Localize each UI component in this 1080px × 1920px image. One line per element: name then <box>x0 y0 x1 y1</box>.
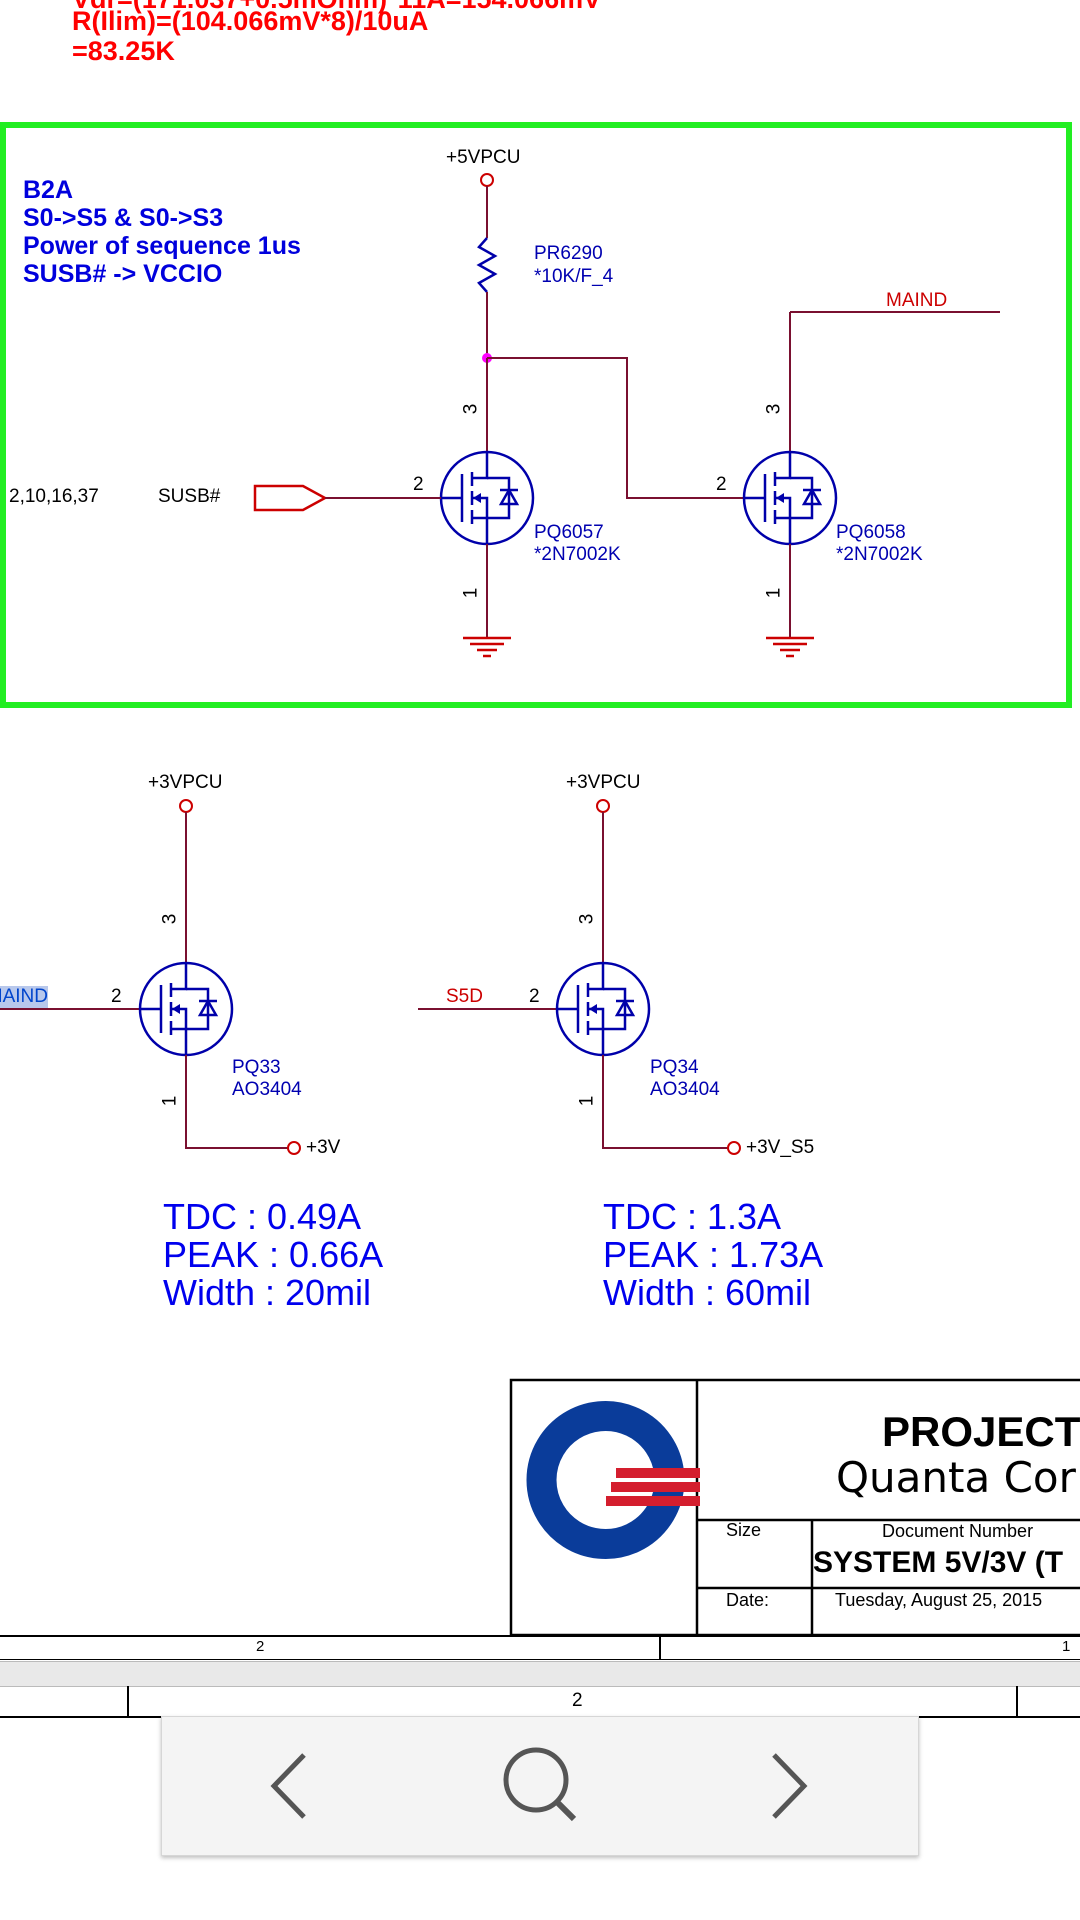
pr6290-value: *10K/F_4 <box>534 266 614 287</box>
susb-page-refs: 2,10,16,37 <box>9 486 99 507</box>
schematic-canvas <box>0 122 1080 1660</box>
pq34-tdc: TDC : 1.3A <box>603 1196 782 1237</box>
b2a-line2: Power of sequence 1us <box>23 232 301 260</box>
ground-symbol <box>764 628 816 658</box>
pq33-width: Width : 20mil <box>163 1272 372 1313</box>
net-label-vpcu3: +3VPCU <box>566 772 641 793</box>
pr6290-ref: PR6290 <box>534 243 603 264</box>
pq6057-mosfet <box>439 450 535 546</box>
pq6057-ref: PQ6057 <box>534 522 604 543</box>
page-number-row: 2 <box>0 1686 1080 1718</box>
pq33-mosfet <box>138 961 234 1057</box>
previous-button[interactable] <box>230 1717 350 1855</box>
vpcu5-power-port <box>480 173 494 187</box>
pq6058-mosfet <box>742 450 838 546</box>
pq33-tdc: TDC : 0.49A <box>163 1196 362 1237</box>
out-3v-s5-port <box>727 1141 741 1155</box>
title-block-docnum-value: SYSTEM 5V/3V (T <box>813 1546 1064 1579</box>
title-block-date-label: Date: <box>726 1590 770 1610</box>
pin-number: 3 <box>460 403 482 415</box>
pq34-peak: PEAK : 1.73A <box>603 1234 824 1275</box>
susb-input-port <box>253 484 328 512</box>
b2a-title: B2A <box>23 176 74 204</box>
search-icon <box>503 1747 577 1822</box>
pq33-ref: PQ33 <box>232 1057 281 1078</box>
pin-number: 2 <box>716 474 727 495</box>
net-label-susb: SUSB# <box>158 486 221 507</box>
pin-number: 3 <box>159 913 181 925</box>
vpcu3-power-port <box>596 799 610 813</box>
net-label-maind-left: MAIND <box>0 986 48 1008</box>
b2a-line1: S0->S5 & S0->S3 <box>23 204 224 232</box>
search-button[interactable] <box>480 1717 600 1855</box>
pq6058-value: *2N7002K <box>836 544 923 565</box>
pq6057-value: *2N7002K <box>534 544 621 565</box>
pin-number: 1 <box>576 1095 598 1107</box>
chevron-left-icon <box>270 1753 306 1819</box>
pq6058-ref: PQ6058 <box>836 522 906 543</box>
pin-number: 1 <box>460 587 482 599</box>
title-block-size-label: Size <box>726 1520 762 1540</box>
pq34-value: AO3404 <box>650 1079 720 1100</box>
title-block-company: Quanta Cor <box>836 1453 1076 1502</box>
pin-number: 2 <box>413 474 424 495</box>
pin-number: 1 <box>763 587 785 599</box>
rlim-result-note: =83.25K <box>72 36 175 66</box>
find-navigation-bar <box>161 1716 919 1856</box>
pq34-mosfet <box>555 961 651 1057</box>
pr6290-resistor <box>476 237 498 293</box>
pq33-value: AO3404 <box>232 1079 302 1100</box>
quanta-logo <box>526 1401 700 1559</box>
chevron-right-icon <box>772 1753 808 1819</box>
out-3v-port <box>287 1141 301 1155</box>
net-label-3v-s5: +3V_S5 <box>746 1137 815 1158</box>
vdr-note: Vdr=(171.037+0.5mOhm)*11A=154.066mV <box>72 0 601 14</box>
title-block-docnum-label: Document Number <box>882 1521 1034 1541</box>
b2a-highlight-box <box>0 122 1072 708</box>
net-label-vpcu5: +5VPCU <box>446 147 521 168</box>
sheet-zone-label: 2 <box>256 1638 265 1655</box>
vpcu3-power-port <box>179 799 193 813</box>
sheet-zone-label: 1 <box>1062 1638 1071 1655</box>
pin-number: 3 <box>763 403 785 415</box>
net-label-vpcu3: +3VPCU <box>148 772 223 793</box>
b2a-line3: SUSB# -> VCCIO <box>23 260 223 288</box>
title-block-project: PROJECT <box>882 1408 1080 1455</box>
pq34-width: Width : 60mil <box>603 1272 812 1313</box>
ground-symbol <box>461 628 513 658</box>
pin-number: 1 <box>159 1095 181 1107</box>
pq33-peak: PEAK : 0.66A <box>163 1234 384 1275</box>
pq34-ref: PQ34 <box>650 1057 699 1078</box>
next-button[interactable] <box>728 1717 848 1855</box>
net-label-s5d: S5D <box>446 986 483 1007</box>
pin-number: 2 <box>529 986 540 1007</box>
viewer-gutter <box>0 1661 1080 1687</box>
pin-number: 2 <box>111 986 122 1007</box>
page-number: 2 <box>572 1690 583 1711</box>
net-label-maind: MAIND <box>886 290 948 311</box>
pin-number: 3 <box>576 913 598 925</box>
title-block-date-value: Tuesday, August 25, 2015 <box>835 1590 1043 1610</box>
rlim-formula-note: R(Ilim)=(104.066mV*8)/10uA <box>72 6 429 36</box>
net-label-3v: +3V <box>306 1137 341 1158</box>
